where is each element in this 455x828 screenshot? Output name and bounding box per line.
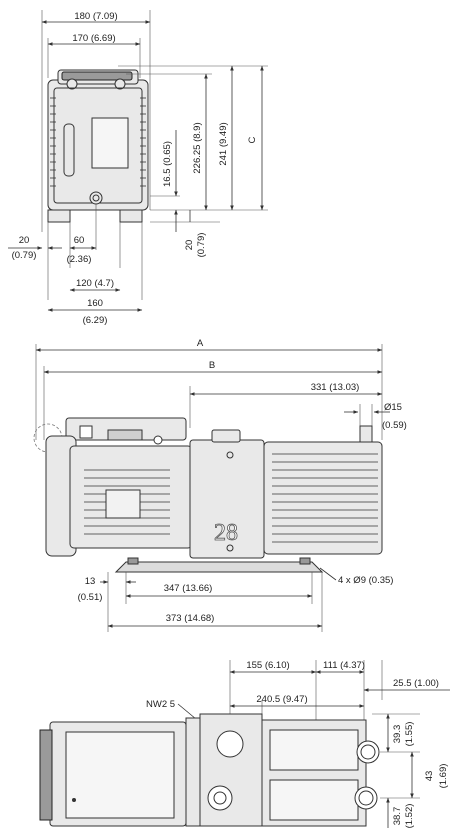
oil-filler-icon <box>354 786 378 810</box>
side-view: A B 331 (13.03) Ø15 (0.59) <box>33 338 407 632</box>
cable-gland-icon <box>153 435 163 445</box>
dim-120: 120 (4.7) <box>76 278 114 289</box>
dim-holes: 4 x Ø9 (0.35) <box>338 575 393 586</box>
dim-60-inch: (2.36) <box>67 254 92 265</box>
front-foot-left <box>47 209 71 223</box>
dim-38-7-inch: (1.52) <box>404 804 415 828</box>
motor-handle <box>107 429 143 441</box>
dim-b: B <box>209 360 215 371</box>
front-view: 180 (7.09) 170 (6.69) C 241 (9.49) 226.2… <box>8 10 268 326</box>
front-drain-plug-icon <box>89 191 103 205</box>
dim-a: A <box>197 338 204 349</box>
dim-20-right-inch: (0.79) <box>196 233 207 258</box>
front-fins-left <box>50 97 56 187</box>
dim-160: 160 <box>87 298 103 309</box>
dim-160-inch: (6.29) <box>83 315 108 326</box>
dim-43: 43 <box>424 771 435 782</box>
dim-phi15: Ø15 <box>384 402 402 413</box>
dim-39-3-inch: (1.55) <box>404 722 415 747</box>
top-motor-cover <box>65 731 175 819</box>
front-fins-right <box>140 97 146 187</box>
dim-111: 111 (4.37) <box>323 660 365 671</box>
label-nw25: NW2 5 <box>146 699 175 710</box>
exhaust-outlet-icon <box>356 740 380 764</box>
oil-box-fins <box>272 453 378 543</box>
oil-box <box>263 441 383 555</box>
dim-39-3: 39.3 <box>392 725 403 744</box>
dim-170: 170 (6.69) <box>72 33 115 44</box>
front-pump-handle <box>61 71 133 81</box>
dim-13: 13 <box>85 576 96 587</box>
dim-20-left-inch: (0.79) <box>12 250 37 261</box>
dim-155: 155 (6.10) <box>246 660 289 671</box>
switch-icon <box>79 425 93 439</box>
pump-inlet-top <box>211 429 241 443</box>
top-motor-fan <box>39 729 53 821</box>
dim-240-5: 240.5 (9.47) <box>256 694 307 705</box>
dim-13-inch: (0.51) <box>78 592 103 603</box>
front-slot <box>63 123 75 177</box>
dim-347: 347 (13.66) <box>164 583 213 594</box>
dim-180: 180 (7.09) <box>74 11 117 22</box>
dim-226: 226.25 (8.9) <box>192 122 203 173</box>
dim-phi15-inch: (0.59) <box>382 420 407 431</box>
front-foot-right <box>119 209 143 223</box>
dim-60: 60 <box>74 235 85 246</box>
dim-20-left: 20 <box>19 235 30 246</box>
baseplate <box>114 561 324 573</box>
front-inlet-port-icon <box>66 78 78 90</box>
exhaust-port-icon <box>359 425 373 443</box>
dim-38-7: 38.7 <box>392 807 403 826</box>
dim-331: 331 (13.03) <box>311 382 360 393</box>
inlet-nw25-icon <box>216 730 244 758</box>
front-outlet-port-icon <box>114 78 126 90</box>
dim-373: 373 (14.68) <box>166 613 215 624</box>
front-terminal-box <box>91 117 129 169</box>
top-coupling <box>185 717 201 827</box>
model-number: 28 <box>214 520 238 546</box>
dim-43-inch: (1.69) <box>438 764 449 789</box>
motor-label-plate <box>105 489 141 519</box>
gas-ballast-icon <box>207 785 233 811</box>
dim-16-5: 16.5 (0.65) <box>162 141 173 187</box>
dim-20-right: 20 <box>184 240 195 251</box>
dim-241: 241 (9.49) <box>218 122 229 165</box>
top-view: 155 (6.10) 111 (4.37) 25.5 (1.00) 240.5 … <box>39 660 450 828</box>
dim-c: C <box>247 136 258 143</box>
dim-25-5: 25.5 (1.00) <box>393 678 439 689</box>
